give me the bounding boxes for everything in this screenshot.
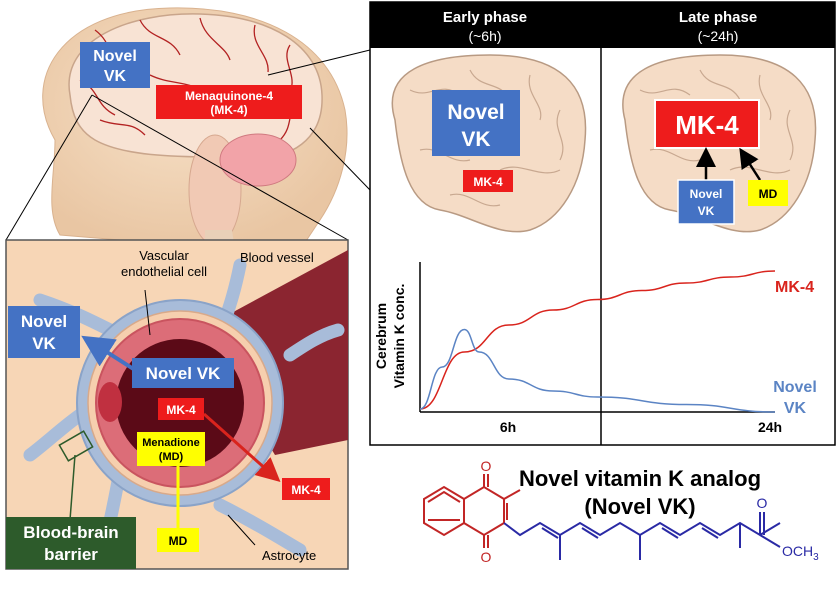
- bbb-marker: [58, 430, 94, 462]
- zoom-lines-phase: [267, 49, 371, 191]
- astrocyte-label: Astrocyte: [262, 548, 316, 563]
- novel-vk-exit-arrow: [81, 335, 137, 372]
- inset-novel-vk-out-line2: VK: [32, 334, 56, 353]
- head-mk4-line2: (MK-4): [210, 103, 247, 117]
- inset-mk4-in-box: MK-4: [158, 398, 204, 420]
- inset-novel-vk-in-box: Novel VK: [132, 358, 234, 388]
- late-novel-vk-line2: VK: [698, 204, 715, 218]
- late-md-text: MD: [759, 187, 778, 201]
- formula-ester-o: O: [757, 495, 768, 511]
- late-mk4-box: MK-4: [654, 99, 760, 149]
- y-axis-title: Cerebrum Vitamin K conc.: [373, 284, 407, 389]
- late-mk4-text: MK-4: [675, 110, 739, 140]
- formula-och3: OCH3: [782, 543, 819, 563]
- formula-title-line2: (Novel VK): [584, 494, 695, 519]
- series-label-mk4: MK-4: [775, 279, 814, 296]
- inset-mk4-in-text: MK-4: [166, 403, 196, 417]
- bbb-box: Blood-brain barrier: [6, 517, 136, 569]
- formula-title-line1: Novel vitamin K analog: [519, 466, 761, 491]
- head-novel-vk-box: Novel VK: [80, 42, 150, 88]
- phase-header-bar: [370, 2, 835, 48]
- endothelial-nucleus: [98, 382, 122, 422]
- vascular-label-line2: endothelial cell: [121, 264, 207, 279]
- conc-chart: Cerebrum Vitamin K conc. 6h 24h MK-4 Nov…: [373, 262, 817, 435]
- early-novel-vk-box: Novel VK: [432, 90, 520, 156]
- cerebellum: [219, 133, 297, 187]
- astrocyte-leader: [227, 514, 256, 546]
- vascular-leader: [144, 289, 151, 336]
- early-novel-vk-line1: Novel: [447, 101, 504, 124]
- inset-menadione-line2: (MD): [159, 451, 184, 463]
- series-label-novel-vk-line2: VK: [784, 400, 807, 417]
- blood-vessel-label: Blood vessel: [240, 250, 314, 265]
- head-novel-vk-line2: VK: [104, 68, 127, 85]
- ylabel-line2: Vitamin K conc.: [391, 284, 407, 389]
- mk4-exit-arrow: [203, 412, 281, 482]
- series-line-mk4: [419, 270, 776, 410]
- ylabel-line1: Cerebrum: [373, 303, 389, 369]
- late-phase-time: (~24h): [698, 28, 739, 44]
- inset-menadione-line1: Menadione: [142, 437, 199, 449]
- formula-o-bottom: O: [481, 549, 492, 565]
- early-novel-vk-line2: VK: [461, 128, 490, 151]
- early-phase-time: (~6h): [468, 28, 501, 44]
- late-md-to-mk4-arrow: [739, 147, 762, 181]
- vascular-label-line1: Vascular: [139, 248, 189, 263]
- late-phase-title: Late phase: [679, 9, 757, 26]
- late-novel-vk-box: Novel VK: [677, 179, 735, 225]
- late-novel-vk-line1: Novel: [690, 187, 723, 201]
- formula-o-top: O: [481, 458, 492, 474]
- late-md-box: MD: [748, 180, 788, 206]
- inset-md-out-box: MD: [157, 528, 199, 552]
- inset-novel-vk-out-box: Novel VK: [8, 306, 80, 358]
- early-mk4-text: MK-4: [473, 175, 503, 189]
- bbb-line2: barrier: [44, 545, 98, 564]
- head-mk4-line1: Menaquinone-4: [185, 89, 273, 103]
- side-chain: [503, 512, 781, 560]
- inset-md-out-text: MD: [169, 534, 188, 548]
- early-phase-title: Early phase: [443, 9, 527, 26]
- zoom-lines-inset: [5, 94, 349, 241]
- bbb-line1: Blood-brain: [23, 523, 118, 542]
- xtick-24h: 24h: [758, 419, 782, 435]
- series-line-novel-vk: [419, 328, 776, 413]
- series-label-novel-vk-line1: Novel: [773, 379, 817, 396]
- naphthoquinone-core: [423, 474, 521, 548]
- inset-novel-vk-out-line1: Novel: [21, 312, 67, 331]
- xtick-6h: 6h: [500, 419, 516, 435]
- head-mk4-box: Menaquinone-4 (MK-4): [156, 85, 302, 119]
- inset-menadione-box: Menadione (MD): [137, 432, 205, 466]
- inset-mk4-out-box: MK-4: [282, 478, 330, 500]
- inset-novel-vk-in-text: Novel VK: [146, 364, 221, 383]
- head-novel-vk-line1: Novel: [93, 48, 137, 65]
- inset-mk4-out-text: MK-4: [291, 483, 321, 497]
- early-mk4-box: MK-4: [463, 170, 513, 192]
- blood-vessel-band: [200, 250, 348, 455]
